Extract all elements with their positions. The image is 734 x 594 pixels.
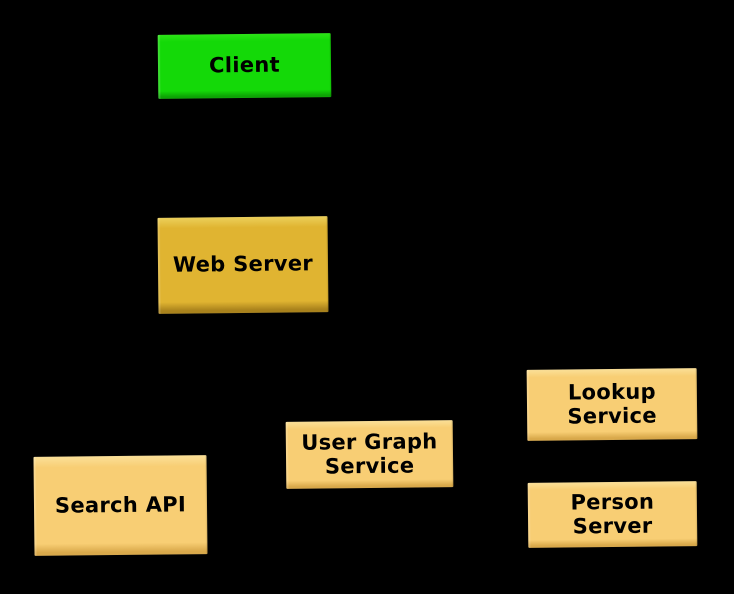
- node-label-line: Lookup: [567, 379, 656, 405]
- node-person-server-label: Person Server: [570, 489, 655, 539]
- node-label-line: Web Server: [172, 251, 314, 277]
- node-lookup-service: Lookup Service: [526, 368, 698, 441]
- node-label-line: User Graph: [301, 429, 438, 455]
- node-client-label: Client: [208, 52, 281, 78]
- node-lookup-service-label: Lookup Service: [567, 379, 657, 429]
- node-web-server-label: Web Server: [172, 251, 314, 278]
- node-client: Client: [157, 33, 332, 99]
- node-person-server: Person Server: [527, 481, 698, 548]
- node-label-line: Person: [570, 489, 655, 515]
- node-label-line: Client: [208, 52, 281, 78]
- node-user-graph-service: User Graph Service: [285, 420, 454, 489]
- node-label-line: Search API: [54, 492, 187, 518]
- node-web-server: Web Server: [157, 216, 329, 314]
- node-search-api-label: Search API: [54, 492, 187, 518]
- node-label-line: Server: [572, 513, 653, 538]
- node-user-graph-service-label: User Graph Service: [301, 429, 438, 478]
- node-label-line: Service: [567, 403, 657, 428]
- node-label-line: Service: [324, 453, 415, 478]
- node-search-api: Search API: [33, 455, 208, 556]
